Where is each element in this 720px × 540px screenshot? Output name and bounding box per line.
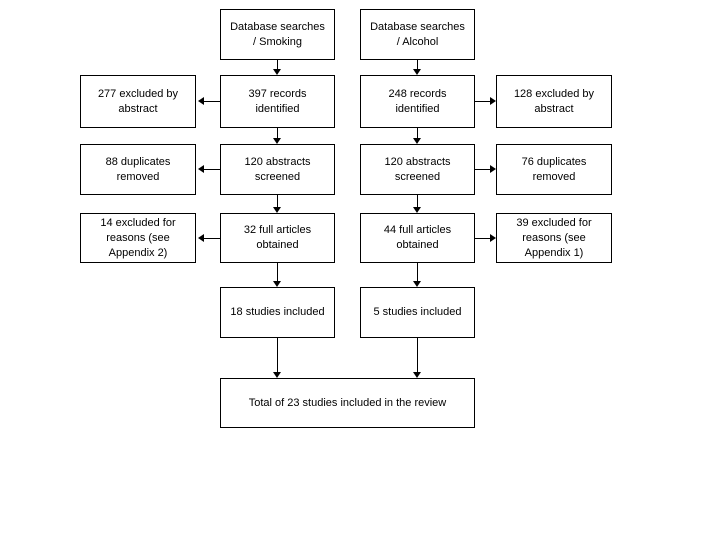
alcohol-excl-abstract-line2: abstract xyxy=(534,102,574,115)
smoking-included-label: 18 studies included xyxy=(230,306,325,318)
arrowhead-smoking-abstracts-to-fulltext xyxy=(273,207,281,213)
node-smoking-excl-abstract: 277 excluded by abstract xyxy=(80,75,196,128)
alcohol-duplicates-line1: 76 duplicates xyxy=(521,155,587,168)
alcohol-records-line1: 248 records xyxy=(388,87,447,100)
alcohol-records-line2: identified xyxy=(395,102,440,115)
alcohol-included-label: 5 studies included xyxy=(373,306,462,318)
node-alcohol-excl-abstract: 128 excluded by abstract xyxy=(496,75,612,128)
arrowhead-alcohol-fulltext-to-excl-reasons xyxy=(490,234,496,242)
node-smoking-duplicates: 88 duplicates removed xyxy=(80,144,196,195)
connector-alcohol-fulltext-to-included xyxy=(417,263,418,281)
smoking-excl-abstract-line2: abstract xyxy=(118,102,158,115)
arrowhead-smoking-fulltext-to-excl-reasons xyxy=(198,234,204,242)
arrowhead-alcohol-source-to-records xyxy=(413,69,421,75)
arrowhead-alcohol-abstracts-to-duplicates xyxy=(490,165,496,173)
alcohol-source-line2: / Alcohol xyxy=(396,35,439,48)
node-smoking-abstracts: 120 abstracts screened xyxy=(220,144,335,195)
node-smoking-included: 18 studies included xyxy=(220,287,335,338)
node-total-included: Total of 23 studies included in the revi… xyxy=(220,378,475,428)
connector-smoking-abstracts-to-fulltext xyxy=(277,195,278,207)
smoking-abstracts-line2: screened xyxy=(254,170,301,183)
arrowhead-smoking-source-to-records xyxy=(273,69,281,75)
node-alcohol-records: 248 records identified xyxy=(360,75,475,128)
connector-smoking-abstracts-to-duplicates xyxy=(204,169,220,170)
arrowhead-alcohol-records-to-abstracts xyxy=(413,138,421,144)
alcohol-excl-reasons-line3: Appendix 1) xyxy=(524,246,584,259)
smoking-duplicates-line2: removed xyxy=(116,170,160,183)
connector-alcohol-fulltext-to-excl-reasons xyxy=(475,238,490,239)
connector-alcohol-abstracts-to-fulltext xyxy=(417,195,418,207)
connector-smoking-fulltext-to-excl-reasons xyxy=(204,238,220,239)
connector-smoking-records-to-excl-abstract xyxy=(204,101,220,102)
total-included-label: Total of 23 studies included in the revi… xyxy=(248,396,447,409)
arrowhead-alcohol-fulltext-to-included xyxy=(413,281,421,287)
alcohol-abstracts-line1: 120 abstracts xyxy=(384,155,451,168)
node-alcohol-abstracts: 120 abstracts screened xyxy=(360,144,475,195)
connector-smoking-included-to-total xyxy=(277,338,278,372)
alcohol-duplicates-line2: removed xyxy=(532,170,576,183)
node-smoking-excl-reasons: 14 excluded for reasons (see Appendix 2) xyxy=(80,213,196,263)
arrowhead-alcohol-included-to-total xyxy=(413,372,421,378)
smoking-records-line1: 397 records xyxy=(248,87,307,100)
arrowhead-smoking-fulltext-to-included xyxy=(273,281,281,287)
node-alcohol-fulltext: 44 full articles obtained xyxy=(360,213,475,263)
node-smoking-source: Database searches / Smoking xyxy=(220,9,335,60)
alcohol-excl-abstract-line1: 128 excluded by xyxy=(513,87,595,100)
smoking-excl-reasons-line2: reasons (see xyxy=(106,231,170,244)
node-alcohol-included: 5 studies included xyxy=(360,287,475,338)
alcohol-fulltext-line2: obtained xyxy=(396,239,439,251)
alcohol-excl-reasons-line1: 39 excluded for xyxy=(516,216,592,229)
arrowhead-smoking-records-to-excl-abstract xyxy=(198,97,204,105)
node-alcohol-source: Database searches / Alcohol xyxy=(360,9,475,60)
smoking-abstracts-line1: 120 abstracts xyxy=(244,155,311,168)
alcohol-excl-reasons-line2: reasons (see xyxy=(522,231,586,244)
node-alcohol-excl-reasons: 39 excluded for reasons (see Appendix 1) xyxy=(496,213,612,263)
connector-alcohol-source-to-records xyxy=(417,60,418,69)
smoking-excl-abstract-line1: 277 excluded by xyxy=(97,87,179,100)
connector-alcohol-abstracts-to-duplicates xyxy=(475,169,490,170)
smoking-records-line2: identified xyxy=(255,102,300,115)
arrowhead-smoking-records-to-abstracts xyxy=(273,138,281,144)
smoking-fulltext-line2: obtained xyxy=(256,239,299,251)
arrowhead-alcohol-records-to-excl-abstract xyxy=(490,97,496,105)
smoking-source-line1: Database searches xyxy=(230,20,325,33)
arrowhead-smoking-abstracts-to-duplicates xyxy=(198,165,204,173)
connector-alcohol-included-to-total xyxy=(417,338,418,372)
connector-smoking-fulltext-to-included xyxy=(277,263,278,281)
alcohol-abstracts-line2: screened xyxy=(394,170,441,183)
alcohol-fulltext-line1: 44 full articles xyxy=(383,224,452,236)
smoking-excl-reasons-line1: 14 excluded for xyxy=(100,216,176,229)
node-smoking-fulltext: 32 full articles obtained xyxy=(220,213,335,263)
smoking-source-line2: / Smoking xyxy=(253,35,302,48)
connector-alcohol-records-to-excl-abstract xyxy=(475,101,490,102)
smoking-duplicates-line1: 88 duplicates xyxy=(105,155,171,168)
node-alcohol-duplicates: 76 duplicates removed xyxy=(496,144,612,195)
alcohol-source-line1: Database searches xyxy=(370,20,465,33)
smoking-fulltext-line1: 32 full articles xyxy=(243,224,312,236)
arrowhead-smoking-included-to-total xyxy=(273,372,281,378)
node-smoking-records: 397 records identified xyxy=(220,75,335,128)
connector-alcohol-records-to-abstracts xyxy=(417,128,418,138)
connector-smoking-records-to-abstracts xyxy=(277,128,278,138)
arrowhead-alcohol-abstracts-to-fulltext xyxy=(413,207,421,213)
connector-smoking-source-to-records xyxy=(277,60,278,69)
smoking-excl-reasons-line3: Appendix 2) xyxy=(108,246,168,259)
